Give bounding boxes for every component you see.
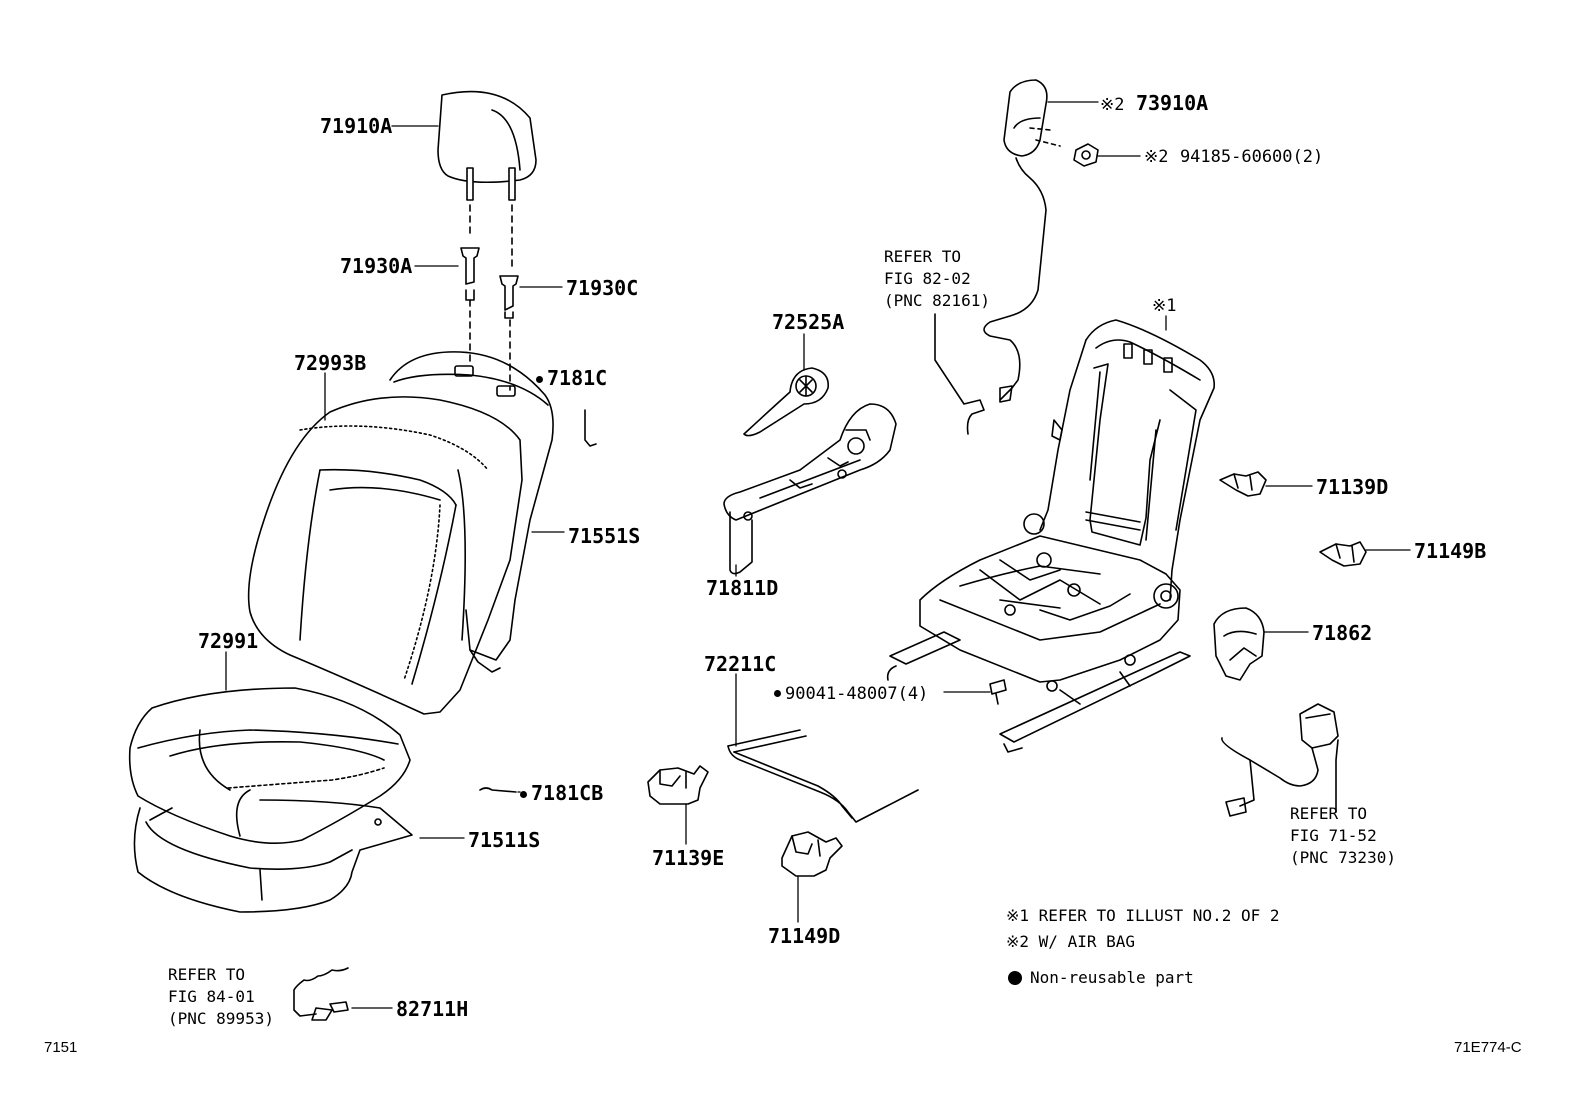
non-reusable-dot bbox=[774, 690, 781, 697]
label-71910a: 71910A bbox=[320, 114, 393, 138]
label-mark-1: ※1 bbox=[1152, 296, 1177, 316]
cover-71862-drawing bbox=[1213, 607, 1265, 681]
figure-number: 7151 bbox=[44, 1039, 78, 1056]
clip-71149d-drawing bbox=[781, 831, 843, 877]
label-71511s: 71511S bbox=[468, 828, 541, 852]
legend-non-reusable: Non-reusable part bbox=[1008, 970, 1194, 986]
label-7181c: 7181C bbox=[536, 368, 607, 388]
label-72211c: 72211C bbox=[704, 652, 777, 676]
recliner-lever-drawing bbox=[743, 367, 829, 437]
refer-fig-84-01[interactable]: REFER TO FIG 84-01 (PNC 89953) bbox=[168, 964, 274, 1030]
label-82711h: 82711H bbox=[396, 997, 469, 1021]
refer-line: REFER TO bbox=[1290, 804, 1368, 823]
note-air-bag: ※2 W/ AIR BAG bbox=[1006, 932, 1135, 951]
headrest-drawing bbox=[437, 90, 537, 267]
clip-71139e-drawing bbox=[647, 765, 709, 805]
label-7181c-text: 7181C bbox=[547, 366, 608, 390]
refer-line: FIG 82-02 bbox=[884, 269, 971, 288]
mark-2-symbol: ※2 bbox=[1100, 95, 1125, 115]
wire-drawing bbox=[727, 729, 919, 823]
label-7181cb-text: 7181CB bbox=[531, 781, 604, 805]
harness-8202-drawing bbox=[934, 313, 985, 435]
non-reusable-legend-dot bbox=[1008, 971, 1022, 985]
label-73910a: ※2 73910A bbox=[1100, 93, 1208, 114]
label-71862: 71862 bbox=[1312, 621, 1373, 645]
bolt-drawing bbox=[989, 679, 1007, 705]
seat-cushion-drawing bbox=[128, 687, 413, 913]
label-94185-text: 94185-60600(2) bbox=[1179, 147, 1324, 167]
refer-line: (PNC 73230) bbox=[1290, 848, 1396, 867]
refer-line: FIG 84-01 bbox=[168, 987, 255, 1006]
label-90041-48007: 90041-48007(4) bbox=[774, 684, 928, 703]
seat-back-drawing bbox=[247, 351, 597, 715]
refer-line: (PNC 89953) bbox=[168, 1009, 274, 1028]
refer-line: (PNC 82161) bbox=[884, 291, 990, 310]
refer-line: FIG 71-52 bbox=[1290, 826, 1377, 845]
label-72525a: 72525A bbox=[772, 310, 845, 334]
refer-fig-71-52[interactable]: REFER TO FIG 71-52 (PNC 73230) bbox=[1290, 803, 1396, 869]
illustration-code: 71E774-C bbox=[1454, 1039, 1522, 1056]
label-71139e: 71139E bbox=[652, 846, 725, 870]
label-7181cb: 7181CB bbox=[520, 783, 603, 803]
clip-71139d-drawing bbox=[1219, 471, 1267, 497]
label-94185-60600: ※2 94185-60600(2) bbox=[1144, 147, 1323, 166]
buckle-drawing bbox=[1221, 703, 1339, 817]
leader-lines bbox=[225, 101, 1411, 1009]
refer-fig-82-02[interactable]: REFER TO FIG 82-02 (PNC 82161) bbox=[884, 246, 990, 312]
legend-text: Non-reusable part bbox=[1030, 968, 1194, 987]
refer-line: REFER TO bbox=[168, 965, 246, 984]
refer-line: REFER TO bbox=[884, 247, 962, 266]
label-73910a-text: 73910A bbox=[1135, 91, 1209, 115]
note-illust-2: ※1 REFER TO ILLUST NO.2 OF 2 bbox=[1006, 906, 1280, 925]
headrest-guides bbox=[460, 247, 519, 391]
clip-71149b-drawing bbox=[1319, 541, 1367, 567]
label-90041-text: 90041-48007(4) bbox=[785, 684, 929, 704]
label-71149d: 71149D bbox=[768, 924, 841, 948]
clip-7181cb-drawing bbox=[479, 787, 517, 793]
non-reusable-dot bbox=[520, 791, 527, 798]
label-72991: 72991 bbox=[198, 629, 259, 653]
harness-drawing bbox=[293, 967, 349, 1021]
label-71139d: 71139D bbox=[1316, 475, 1389, 499]
label-71551s: 71551S bbox=[568, 524, 641, 548]
seat-frame-drawing bbox=[886, 319, 1216, 753]
side-shield-drawing bbox=[723, 403, 897, 575]
mark-2-symbol: ※2 bbox=[1144, 147, 1169, 167]
non-reusable-dot bbox=[536, 376, 543, 383]
label-71811d: 71811D bbox=[706, 576, 779, 600]
label-71930a: 71930A bbox=[340, 254, 413, 278]
label-71149b: 71149B bbox=[1414, 539, 1487, 563]
label-71930c: 71930C bbox=[566, 276, 639, 300]
label-72993b: 72993B bbox=[294, 351, 367, 375]
airbag-drawing bbox=[983, 79, 1099, 403]
